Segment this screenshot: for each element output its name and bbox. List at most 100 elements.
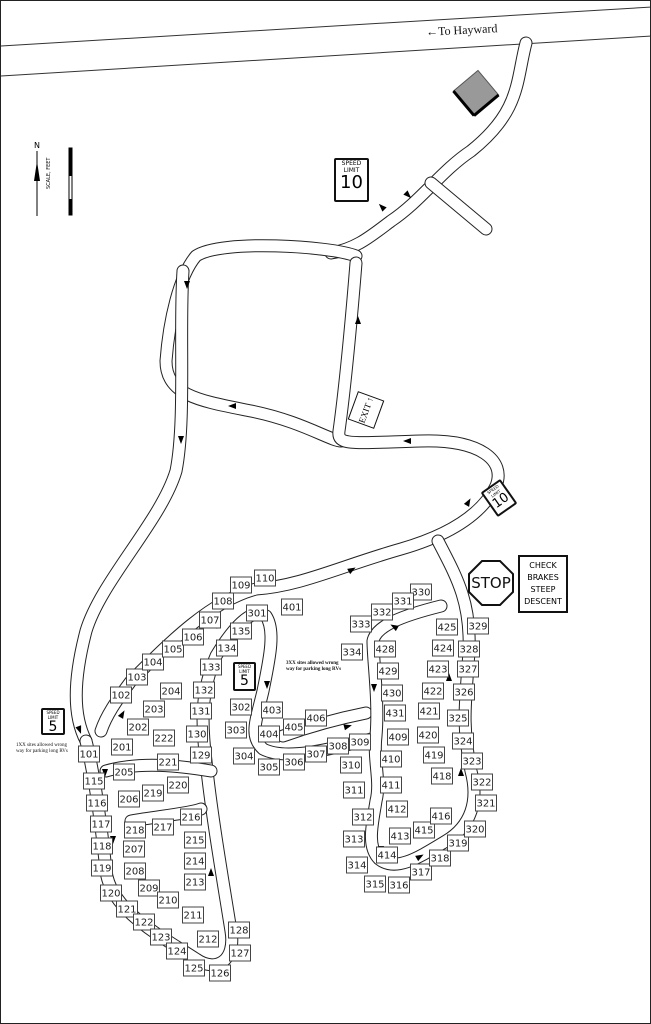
campsite-405[interactable]: 405 <box>283 718 305 736</box>
campsite-429[interactable]: 429 <box>377 662 399 680</box>
campsite-121[interactable]: 121 <box>116 900 138 918</box>
campsite-416[interactable]: 416 <box>430 807 452 825</box>
campsite-412[interactable]: 412 <box>386 800 408 818</box>
campsite-420[interactable]: 420 <box>417 726 439 744</box>
campsite-424[interactable]: 424 <box>432 639 454 657</box>
campsite-215[interactable]: 215 <box>184 831 206 849</box>
campsite-134[interactable]: 134 <box>216 639 238 657</box>
campsite-415[interactable]: 415 <box>413 821 435 839</box>
campsite-309[interactable]: 309 <box>349 733 371 751</box>
campsite-128[interactable]: 128 <box>228 921 250 939</box>
campsite-326[interactable]: 326 <box>453 683 475 701</box>
campsite-418[interactable]: 418 <box>431 767 453 785</box>
campsite-210[interactable]: 210 <box>157 891 179 909</box>
campsite-320[interactable]: 320 <box>464 820 486 838</box>
campsite-318[interactable]: 318 <box>429 849 451 867</box>
campsite-403[interactable]: 403 <box>261 701 283 719</box>
campsite-406[interactable]: 406 <box>305 709 327 727</box>
campsite-409[interactable]: 409 <box>387 728 409 746</box>
campsite-204[interactable]: 204 <box>160 682 182 700</box>
campsite-303[interactable]: 303 <box>225 721 247 739</box>
campsite-107[interactable]: 107 <box>199 611 221 629</box>
campsite-129[interactable]: 129 <box>190 746 212 764</box>
campsite-319[interactable]: 319 <box>447 834 469 852</box>
campsite-120[interactable]: 120 <box>100 884 122 902</box>
campsite-328[interactable]: 328 <box>458 640 480 658</box>
campsite-221[interactable]: 221 <box>157 753 179 771</box>
campsite-101[interactable]: 101 <box>78 745 100 763</box>
campsite-124[interactable]: 124 <box>166 942 188 960</box>
campsite-333[interactable]: 333 <box>350 615 372 633</box>
campsite-212[interactable]: 212 <box>197 930 219 948</box>
campsite-404[interactable]: 404 <box>258 725 280 743</box>
campsite-315[interactable]: 315 <box>364 875 386 893</box>
campsite-413[interactable]: 413 <box>389 827 411 845</box>
campsite-220[interactable]: 220 <box>167 776 189 794</box>
campsite-207[interactable]: 207 <box>123 840 145 858</box>
campsite-306[interactable]: 306 <box>283 753 305 771</box>
campsite-329[interactable]: 329 <box>467 617 489 635</box>
campsite-222[interactable]: 222 <box>153 729 175 747</box>
campsite-213[interactable]: 213 <box>184 873 206 891</box>
campsite-201[interactable]: 201 <box>111 738 133 756</box>
campsite-106[interactable]: 106 <box>182 628 204 646</box>
campsite-217[interactable]: 217 <box>152 818 174 836</box>
campsite-321[interactable]: 321 <box>475 794 497 812</box>
campsite-302[interactable]: 302 <box>230 698 252 716</box>
campsite-327[interactable]: 327 <box>457 660 479 678</box>
campsite-133[interactable]: 133 <box>200 658 222 676</box>
campsite-322[interactable]: 322 <box>471 773 493 791</box>
campsite-305[interactable]: 305 <box>258 758 280 776</box>
campsite-313[interactable]: 313 <box>343 830 365 848</box>
campsite-410[interactable]: 410 <box>380 750 402 768</box>
campsite-122[interactable]: 122 <box>133 913 155 931</box>
campsite-131[interactable]: 131 <box>190 702 212 720</box>
campsite-423[interactable]: 423 <box>427 660 449 678</box>
campsite-330[interactable]: 330 <box>410 583 432 601</box>
campsite-422[interactable]: 422 <box>422 682 444 700</box>
campsite-126[interactable]: 126 <box>209 964 231 982</box>
campsite-311[interactable]: 311 <box>343 781 365 799</box>
campsite-109[interactable]: 109 <box>230 576 252 594</box>
campsite-110[interactable]: 110 <box>254 569 276 587</box>
campsite-428[interactable]: 428 <box>374 640 396 658</box>
campsite-105[interactable]: 105 <box>162 640 184 658</box>
campsite-401[interactable]: 401 <box>281 598 303 616</box>
campsite-127[interactable]: 127 <box>229 944 251 962</box>
campsite-206[interactable]: 206 <box>118 790 140 808</box>
campsite-208[interactable]: 208 <box>124 862 146 880</box>
campsite-431[interactable]: 431 <box>384 704 406 722</box>
campsite-135[interactable]: 135 <box>230 622 252 640</box>
campsite-325[interactable]: 325 <box>447 709 469 727</box>
campsite-317[interactable]: 317 <box>410 863 432 881</box>
campsite-218[interactable]: 218 <box>124 821 146 839</box>
campsite-125[interactable]: 125 <box>183 959 205 977</box>
campsite-411[interactable]: 411 <box>380 776 402 794</box>
campsite-119[interactable]: 119 <box>91 859 113 877</box>
campsite-118[interactable]: 118 <box>91 837 113 855</box>
campsite-130[interactable]: 130 <box>186 725 208 743</box>
campsite-117[interactable]: 117 <box>90 815 112 833</box>
campsite-116[interactable]: 116 <box>86 794 108 812</box>
campsite-103[interactable]: 103 <box>126 668 148 686</box>
campsite-332[interactable]: 332 <box>371 603 393 621</box>
campsite-216[interactable]: 216 <box>180 808 202 826</box>
campsite-214[interactable]: 214 <box>184 852 206 870</box>
campsite-316[interactable]: 316 <box>388 876 410 894</box>
campsite-331[interactable]: 331 <box>392 592 414 610</box>
campsite-209[interactable]: 209 <box>138 879 160 897</box>
campsite-334[interactable]: 334 <box>341 643 363 661</box>
campsite-102[interactable]: 102 <box>110 686 132 704</box>
campsite-414[interactable]: 414 <box>376 846 398 864</box>
campsite-205[interactable]: 205 <box>113 763 135 781</box>
campsite-203[interactable]: 203 <box>143 700 165 718</box>
campsite-108[interactable]: 108 <box>212 592 234 610</box>
campsite-314[interactable]: 314 <box>346 856 368 874</box>
campsite-132[interactable]: 132 <box>193 681 215 699</box>
campsite-419[interactable]: 419 <box>423 746 445 764</box>
campsite-430[interactable]: 430 <box>381 684 403 702</box>
campsite-115[interactable]: 115 <box>83 772 105 790</box>
campsite-310[interactable]: 310 <box>340 756 362 774</box>
campsite-421[interactable]: 421 <box>418 702 440 720</box>
campsite-312[interactable]: 312 <box>352 808 374 826</box>
